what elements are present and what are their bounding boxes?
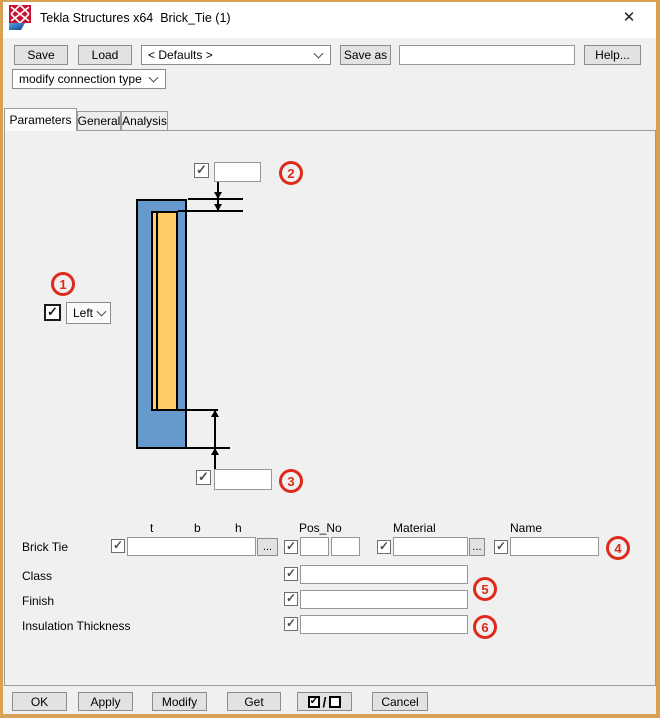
chevron-down-icon (313, 48, 324, 59)
chevron-down-icon (96, 306, 107, 317)
window-title: Tekla Structures x64 Brick_Tie (1) (40, 11, 231, 25)
toggle-all-checkboxes-button[interactable]: ✓ / (297, 692, 352, 711)
top-offset-input[interactable] (214, 162, 261, 182)
apply-button[interactable]: Apply (78, 692, 133, 711)
check-icon: ✓ (286, 539, 297, 553)
check-icon: ✓ (496, 539, 507, 553)
tbh-browse-button[interactable]: ... (257, 538, 278, 556)
save-button[interactable]: Save (14, 45, 68, 65)
check-icon: ✓ (286, 616, 297, 630)
tab-parameters[interactable]: Parameters (4, 108, 77, 131)
material-browse-button[interactable]: ... (469, 538, 485, 556)
bottom-offset-checkbox[interactable]: ✓ (196, 469, 211, 485)
tab-analysis[interactable]: Analysis (121, 111, 168, 131)
checked-box-icon: ✓ (307, 694, 320, 708)
tab-general[interactable]: General (77, 111, 121, 131)
save-as-button[interactable]: Save as (340, 45, 391, 65)
insulation-thickness-checkbox[interactable]: ✓ (284, 616, 298, 631)
check-icon: ✓ (286, 566, 297, 580)
get-button[interactable]: Get (227, 692, 281, 711)
close-icon: ✕ (622, 9, 636, 26)
position-checkbox[interactable]: ✓ (44, 304, 61, 321)
tab-analysis-label: Analysis (122, 114, 167, 128)
insulation-thickness-label: Insulation Thickness (22, 619, 131, 633)
top-offset-checkbox[interactable]: ✓ (194, 162, 209, 178)
header-name: Name (510, 521, 543, 535)
load-button[interactable]: Load (78, 45, 132, 65)
callout-6: 6 (473, 615, 497, 639)
toggle-separator: / (322, 693, 327, 710)
cancel-button[interactable]: Cancel (372, 692, 428, 711)
arrow-down-icon (214, 204, 222, 211)
class-checkbox[interactable]: ✓ (284, 566, 298, 581)
header-b: b (194, 521, 201, 535)
brick-tie-tbh-input[interactable] (127, 537, 256, 556)
position-dropdown[interactable]: Left (66, 302, 111, 324)
pos-no-number-input[interactable] (331, 537, 360, 556)
ok-button[interactable]: OK (12, 692, 67, 711)
pos-no-prefix-input[interactable] (300, 537, 329, 556)
connection-type-value: modify connection type (19, 72, 142, 86)
unchecked-box-icon (329, 695, 342, 708)
callout-1: 1 (51, 272, 75, 296)
save-as-input[interactable] (399, 45, 575, 65)
chevron-down-icon (148, 72, 159, 83)
callout-3: 3 (279, 469, 303, 493)
header-h: h (235, 521, 242, 535)
name-checkbox[interactable]: ✓ (494, 539, 508, 554)
material-input[interactable] (393, 537, 468, 556)
connection-type-dropdown[interactable]: modify connection type (12, 69, 166, 89)
bottom-offset-input[interactable] (214, 469, 272, 490)
pos-no-checkbox[interactable]: ✓ (284, 539, 298, 554)
settings-dropdown[interactable]: < Defaults > (141, 45, 331, 65)
name-input[interactable] (510, 537, 599, 556)
callout-2: 2 (279, 161, 303, 185)
finish-input[interactable] (300, 590, 468, 609)
callout-5: 5 (473, 577, 497, 601)
check-icon: ✓ (113, 538, 124, 552)
dimension-line (188, 198, 243, 200)
header-pos-no: Pos_No (299, 521, 342, 535)
class-input[interactable] (300, 565, 468, 584)
header-t: t (150, 521, 154, 535)
check-icon: ✓ (47, 304, 58, 319)
arrow-down-icon (214, 192, 222, 199)
dimension-line (184, 447, 230, 449)
finish-checkbox[interactable]: ✓ (284, 591, 298, 606)
arrow-up-icon (211, 448, 219, 455)
tekla-logo-icon (9, 4, 31, 30)
insulation-thickness-input[interactable] (300, 615, 468, 634)
brick-tie-checkbox[interactable]: ✓ (111, 538, 125, 553)
position-dropdown-value: Left (73, 306, 94, 320)
check-icon: ✓ (286, 591, 297, 605)
class-label: Class (22, 569, 53, 583)
brick-tie-rectangle (151, 211, 178, 411)
close-button[interactable]: ✕ (606, 2, 652, 32)
tab-general-label: General (77, 114, 121, 128)
tie-inner-line (156, 213, 158, 409)
dimension-line (178, 409, 218, 411)
arrow-up-icon (211, 410, 219, 417)
help-button[interactable]: Help... (584, 45, 641, 65)
dimension-line (214, 410, 216, 470)
material-checkbox[interactable]: ✓ (377, 539, 391, 554)
header-material: Material (393, 521, 436, 535)
brick-tie-label: Brick Tie (22, 540, 69, 554)
check-icon: ✓ (198, 469, 209, 484)
settings-dropdown-value: < Defaults > (148, 48, 213, 62)
modify-button[interactable]: Modify (152, 692, 207, 711)
title-bar: Tekla Structures x64 Brick_Tie (1) ✕ (0, 0, 660, 38)
tab-parameters-label: Parameters (9, 113, 72, 127)
dimension-line (178, 210, 243, 212)
check-icon: ✓ (196, 162, 207, 177)
check-icon: ✓ (309, 694, 319, 707)
finish-label: Finish (22, 594, 55, 608)
check-icon: ✓ (379, 539, 390, 553)
callout-4: 4 (606, 536, 630, 560)
